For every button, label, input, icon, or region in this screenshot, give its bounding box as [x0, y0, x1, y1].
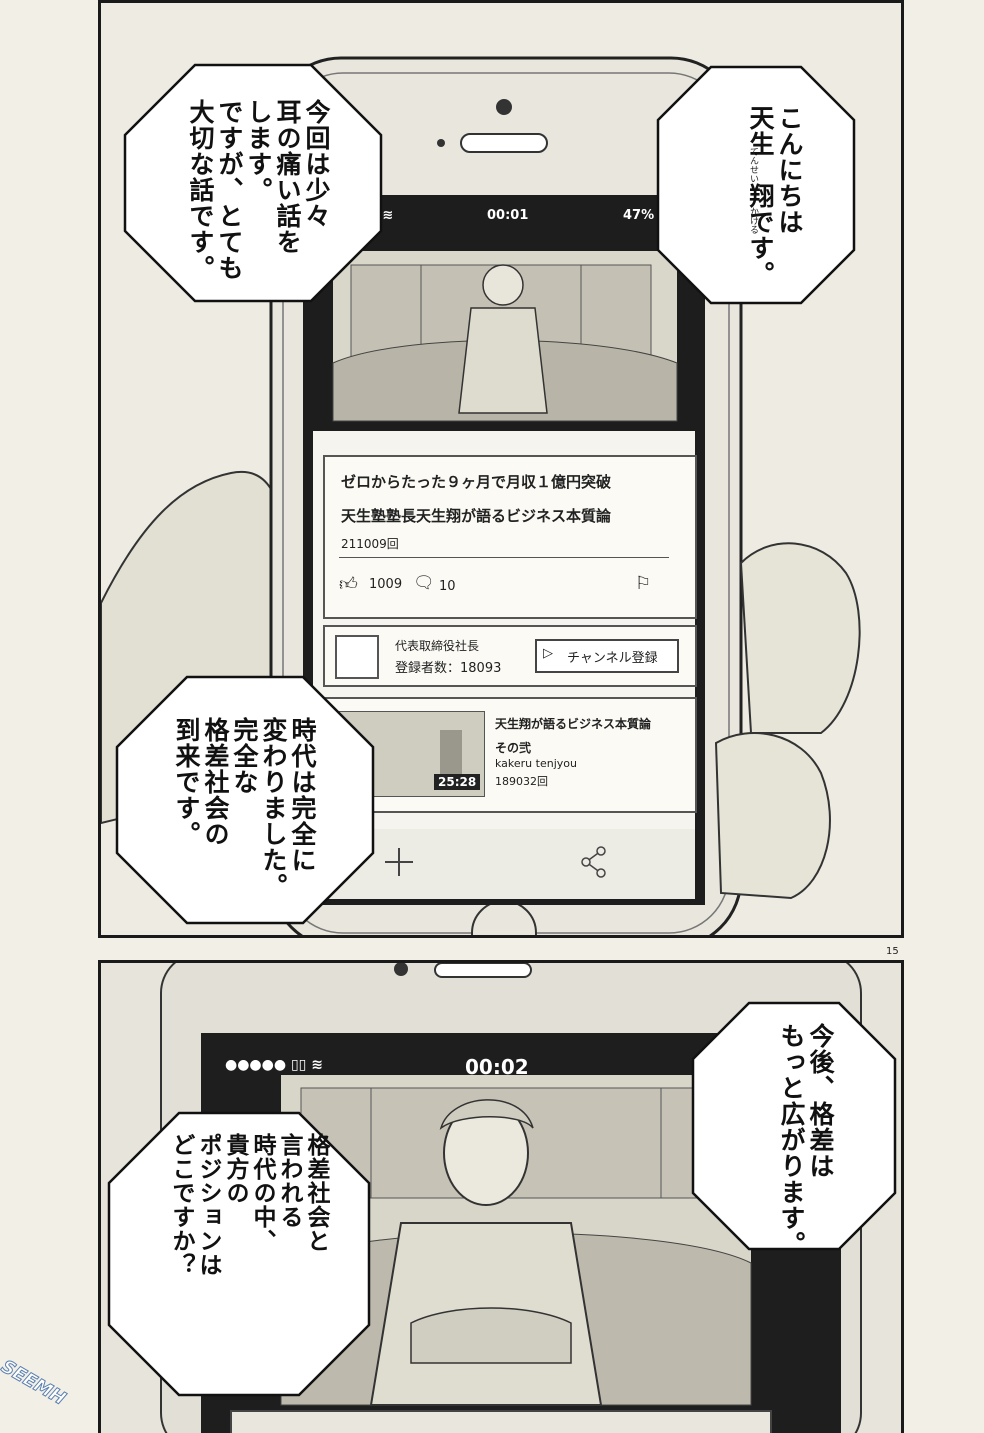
channel-role: 代表取締役社長	[395, 639, 480, 653]
speech-bubble-top-left: 今回は少々 耳の痛い話を します。 ですが、とても 大切な話です。	[123, 63, 383, 303]
related-views: 189032回	[495, 775, 548, 788]
bubble-text: 今回は少々 耳の痛い話を します。 ですが、とても 大切な話です。	[186, 99, 331, 281]
speech-bubble-bottom-left: 格差社会と 言われる 時代の中、 貴方の ポジションは どこですか？	[107, 1111, 371, 1397]
speech-bubble-bottom-right: 今後、格差は もっと広がります。	[691, 1001, 897, 1257]
video-title-line1: ゼロからたった９ヶ月で月収１億円突破	[341, 473, 612, 491]
thumbs-up-icon[interactable]: 👍︎	[339, 574, 358, 595]
top-panel: ▪ ≋ 00:01 47% ゼロからたった９ヶ月で月収１億円突破 天生塾塾長天生…	[98, 0, 904, 938]
speech-bubble-top-right: こんにちは 天生 翔です。 てんせい かける	[656, 65, 856, 305]
related-title: 天生翔が語るビジネス本質論	[495, 717, 652, 731]
ruby-kakeru: かける	[748, 207, 758, 234]
ruby-tensei: てんせい	[748, 147, 758, 183]
comment-count: 10	[439, 579, 456, 594]
video-title-line2: 天生塾塾長天生翔が語るビジネス本質論	[341, 507, 612, 525]
share-icon	[581, 846, 606, 878]
related-video-card[interactable]: 25:28 天生翔が語るビジネス本質論 その弐 kakeru tenjyou 1…	[323, 697, 697, 813]
page-number: 15	[886, 946, 899, 957]
related-channel: kakeru tenjyou	[495, 757, 577, 770]
comment-icon[interactable]: 🗨︎	[413, 573, 435, 593]
subscribe-button-label: チャンネル登録	[567, 651, 658, 666]
bottom-panel: ●●●●● ▯▯ ≋ 00:02 今後、格差は もっと広がります。 格差社会と …	[98, 960, 904, 1433]
right-hand	[739, 542, 861, 734]
bubble-text: 今後、格差は もっと広がります。	[777, 1023, 835, 1257]
video-info-card: ゼロからたった９ヶ月で月収１億円突破 天生塾塾長天生翔が語るビジネス本質論 21…	[323, 455, 697, 619]
flag-icon[interactable]: ⚐	[635, 573, 652, 594]
subscribe-button[interactable]: ▷ チャンネル登録	[535, 639, 679, 673]
related-part: その弐	[495, 741, 532, 755]
like-count: 1009	[369, 577, 403, 592]
watermark-logo: SEEMH	[0, 1356, 70, 1410]
view-count: 211009回	[341, 537, 399, 551]
status-battery: 47%	[623, 208, 655, 223]
channel-card: 代表取締役社長 登録者数：18093 ▷ チャンネル登録	[323, 625, 697, 687]
related-duration: 25:28	[434, 774, 481, 790]
channel-avatar[interactable]	[335, 635, 379, 679]
bubble-text: 時代は完全に 変わりました。 完全な 格差社会の 到来です。	[172, 717, 317, 899]
speech-bubble-mid-left: 時代は完全に 変わりました。 完全な 格差社会の 到来です。	[115, 675, 375, 925]
signal-dots-icon: ●●●●● ▯▯ ≋	[225, 1057, 323, 1073]
status-time: 00:02	[465, 1055, 529, 1079]
bubble-text: 格差社会と 言われる 時代の中、 貴方の ポジションは どこですか？	[168, 1133, 329, 1277]
play-icon: ▷	[543, 646, 553, 661]
status-time: 00:01	[487, 208, 529, 223]
bubble-text: こんにちは 天生 翔です。	[746, 105, 804, 287]
subscriber-count: 登録者数：18093	[395, 661, 502, 676]
